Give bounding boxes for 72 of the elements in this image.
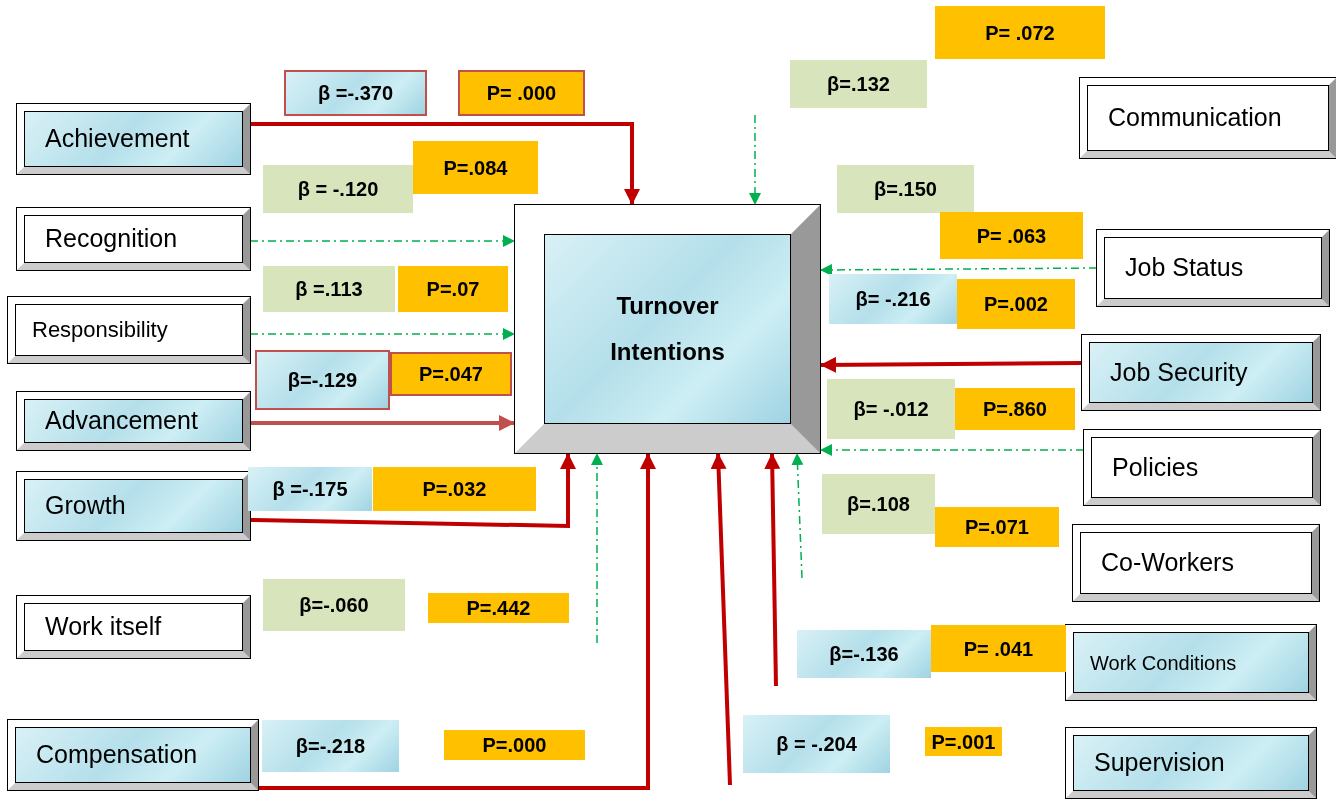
- p-value-box: P= .000: [458, 70, 585, 116]
- arrow: [820, 356, 1082, 373]
- p-value-box: P=.860: [955, 388, 1075, 430]
- factor-box: [1082, 335, 1320, 410]
- factor-box: [8, 720, 258, 790]
- p-value-box: P=.001: [925, 727, 1002, 756]
- box-label: Work Conditions: [1090, 650, 1237, 676]
- arrow: [819, 444, 1085, 456]
- factor-box: [1080, 78, 1336, 158]
- factor-box: [1084, 430, 1320, 505]
- p-value-box: P=.442: [428, 593, 569, 623]
- p-value-box: P= .063: [940, 212, 1083, 259]
- arrow: [764, 452, 781, 687]
- box-label: Job Security: [1110, 356, 1248, 388]
- arrow: [249, 235, 516, 247]
- p-value-box: P=.071: [935, 507, 1059, 547]
- box-label: Co-Workers: [1101, 547, 1234, 579]
- p-value-box: P=.047: [390, 352, 512, 396]
- p-value-box: P=.084: [413, 141, 538, 194]
- coefficient-box: β= -.216: [829, 274, 957, 324]
- box-label: Growth: [45, 490, 126, 522]
- coefficient-box: β=-.129: [255, 350, 390, 410]
- p-value-box: P=.002: [957, 279, 1075, 329]
- factor-box: [1066, 625, 1316, 700]
- coefficient-box: β=-.136: [797, 630, 931, 678]
- box-label: Job Status: [1125, 252, 1244, 284]
- coefficient-box: β= -.012: [827, 379, 955, 439]
- p-value-box: P= .072: [935, 6, 1105, 59]
- box-label: Policies: [1112, 451, 1199, 483]
- factor-box: [8, 297, 250, 363]
- arrow: [249, 453, 576, 529]
- outcome-box: [515, 205, 820, 453]
- coefficient-box: β =.113: [263, 266, 395, 312]
- coefficient-box: β=.150: [837, 165, 974, 213]
- factor-box: [17, 472, 250, 540]
- box-label: Compensation: [36, 739, 198, 771]
- box-label: Advancement: [45, 405, 198, 437]
- factor-box: [1097, 230, 1329, 306]
- p-value-box: P=.07: [398, 266, 508, 312]
- arrow: [258, 453, 656, 790]
- box-label: Communication: [1108, 102, 1282, 134]
- box-label: Supervision: [1094, 747, 1225, 779]
- factor-box: [1073, 525, 1319, 601]
- box-label: Work itself: [45, 611, 162, 643]
- coefficient-box: β=-.060: [263, 579, 405, 631]
- arrow: [749, 114, 761, 206]
- box-label: Recognition: [45, 223, 178, 255]
- arrow: [591, 452, 603, 644]
- coefficient-box: β =-.175: [248, 467, 372, 511]
- coefficient-box: β =-.370: [284, 70, 427, 116]
- arrow: [710, 452, 732, 786]
- arrow: [250, 122, 640, 205]
- factor-box: [1066, 728, 1316, 798]
- p-value-box: P= .041: [931, 625, 1066, 672]
- factor-box: [17, 596, 250, 658]
- factor-box: [17, 392, 250, 450]
- box-label: Responsibility: [32, 316, 168, 345]
- coefficient-box: β=.108: [822, 474, 935, 534]
- arrow: [249, 328, 516, 340]
- coefficient-box: β=.132: [790, 60, 927, 108]
- arrow: [791, 452, 804, 579]
- coefficient-box: β = -.120: [263, 165, 413, 213]
- box-label: Achievement: [45, 123, 190, 155]
- factor-box: [17, 104, 250, 174]
- arrow: [819, 263, 1098, 276]
- factor-box: [17, 208, 250, 270]
- p-value-box: P=.000: [444, 730, 585, 760]
- coefficient-box: β = -.204: [743, 715, 890, 773]
- coefficient-box: β=-.218: [262, 720, 399, 772]
- arrow: [250, 415, 515, 431]
- box-label: Turnover Intentions: [609, 291, 726, 367]
- p-value-box: P=.032: [373, 467, 536, 511]
